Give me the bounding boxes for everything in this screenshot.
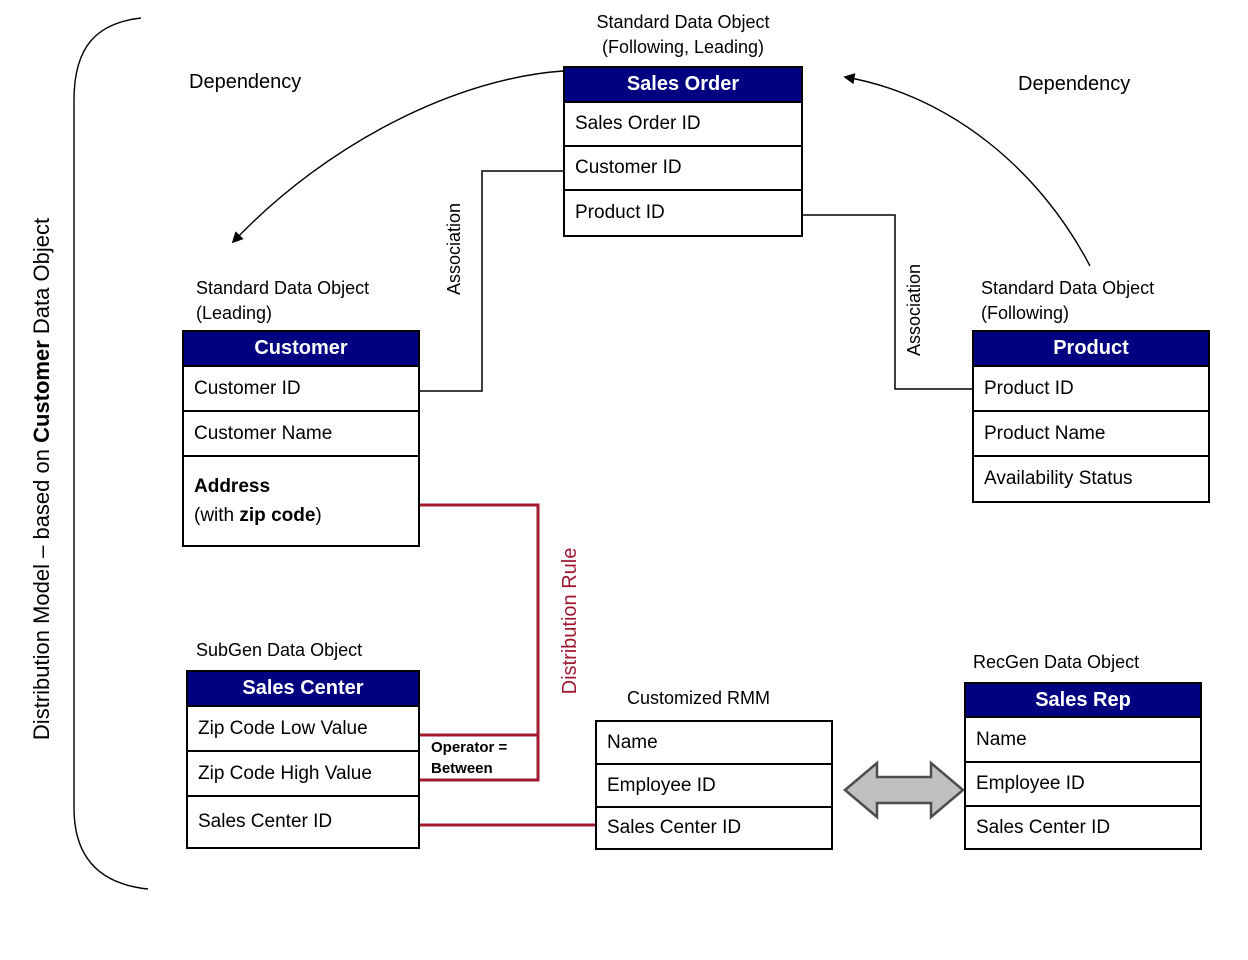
sales-order-caption: Standard Data Object (Following, Leading… bbox=[503, 10, 863, 60]
table-row: Sales Center ID bbox=[966, 807, 1200, 848]
table-row: Zip Code Low Value bbox=[188, 707, 418, 752]
side-label-text: Distribution Model – based on bbox=[29, 442, 54, 741]
operator-line2: Between bbox=[431, 760, 493, 777]
side-label: Distribution Model – based on Customer D… bbox=[29, 164, 55, 794]
table-row: Customer ID bbox=[184, 367, 418, 412]
table-row: Product Name bbox=[974, 412, 1208, 457]
sales-center-header: Sales Center bbox=[188, 672, 418, 707]
association-line-left bbox=[420, 170, 563, 392]
sales-center-caption: SubGen Data Object bbox=[196, 638, 362, 663]
left-bracket bbox=[73, 17, 149, 890]
customized-rmm-caption-line1: Customized RMM bbox=[627, 688, 771, 708]
product-table: Product Product ID Product Name Availabi… bbox=[972, 330, 1210, 503]
table-row-address: Address (with zip code) bbox=[184, 457, 418, 545]
product-caption-line2: (Following) bbox=[981, 303, 1070, 323]
sales-order-caption-line2: (Following, Leading) bbox=[601, 37, 765, 57]
table-row: Sales Center ID bbox=[597, 808, 831, 848]
product-caption: Standard Data Object (Following) bbox=[981, 276, 1154, 326]
table-row: Product ID bbox=[974, 367, 1208, 412]
table-row: Customer Name bbox=[184, 412, 418, 457]
table-row: Sales Order ID bbox=[565, 103, 801, 147]
sales-order-caption-line1: Standard Data Object bbox=[596, 12, 770, 32]
table-row: Product ID bbox=[565, 191, 801, 235]
table-row: Customer ID bbox=[565, 147, 801, 191]
table-row: Employee ID bbox=[966, 763, 1200, 807]
customer-table: Customer Customer ID Customer Name Addre… bbox=[182, 330, 420, 547]
customer-caption-line2: (Leading) bbox=[196, 303, 273, 323]
side-label-suffix: Data Object bbox=[29, 217, 54, 341]
table-row: Sales Center ID bbox=[188, 797, 418, 847]
customer-caption: Standard Data Object (Leading) bbox=[196, 276, 369, 326]
table-row: Availability Status bbox=[974, 457, 1208, 501]
table-row: Name bbox=[966, 718, 1200, 763]
sales-center-caption-line1: SubGen Data Object bbox=[196, 640, 363, 660]
dependency-label-right: Dependency bbox=[1018, 73, 1131, 95]
sales-rep-header: Sales Rep bbox=[966, 684, 1200, 718]
product-caption-line1: Standard Data Object bbox=[981, 278, 1155, 298]
product-header: Product bbox=[974, 332, 1208, 367]
address-label: Address bbox=[194, 476, 271, 497]
dependency-arrow-right bbox=[843, 73, 1091, 267]
association-line-right bbox=[802, 214, 972, 390]
address-zip-note: (with zip code) bbox=[194, 505, 322, 526]
sales-order-table: Sales Order Sales Order ID Customer ID P… bbox=[563, 66, 803, 237]
sales-rep-table: Sales Rep Name Employee ID Sales Center … bbox=[964, 682, 1202, 850]
association-label-left: Association bbox=[444, 202, 464, 296]
dependency-arrow-left bbox=[231, 70, 564, 244]
table-row: Zip Code High Value bbox=[188, 752, 418, 797]
sales-order-header: Sales Order bbox=[565, 68, 801, 103]
sales-center-table: Sales Center Zip Code Low Value Zip Code… bbox=[186, 670, 420, 849]
distribution-rule-line-main bbox=[420, 503, 540, 782]
dependency-label-left: Dependency bbox=[189, 71, 302, 93]
operator-line1: Operator = bbox=[431, 739, 508, 756]
customer-header: Customer bbox=[184, 332, 418, 367]
customized-rmm-table: Name Employee ID Sales Center ID bbox=[595, 720, 833, 850]
side-label-bold: Customer bbox=[29, 340, 54, 443]
table-row: Name bbox=[597, 722, 831, 765]
double-arrow-icon bbox=[843, 760, 965, 820]
sales-rep-caption: RecGen Data Object bbox=[973, 650, 1139, 675]
customized-rmm-caption: Customized RMM bbox=[627, 686, 770, 711]
customer-caption-line1: Standard Data Object bbox=[196, 278, 370, 298]
operator-label: Operator = Between bbox=[431, 737, 507, 779]
sales-rep-caption-line1: RecGen Data Object bbox=[973, 652, 1140, 672]
distribution-rule-label: Distribution Rule bbox=[559, 547, 581, 695]
association-label-right: Association bbox=[904, 263, 924, 357]
table-row: Employee ID bbox=[597, 765, 831, 808]
